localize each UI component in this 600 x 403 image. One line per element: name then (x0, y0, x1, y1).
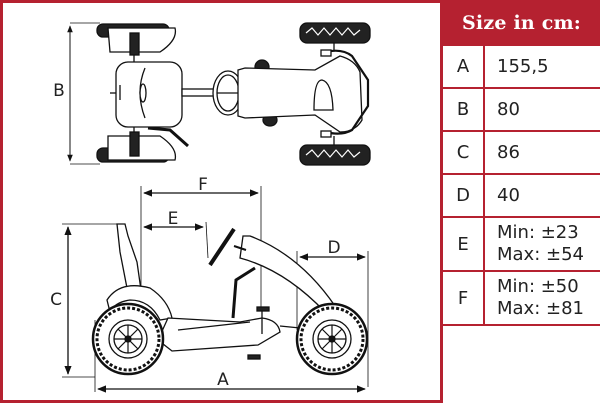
table-row-e: E Min: ±23 Max: ±54 (443, 218, 600, 272)
row-letter: D (443, 175, 485, 216)
row-value: 155,5 (497, 55, 549, 77)
row-value: Min: ±50 Max: ±81 (485, 272, 600, 324)
table-row-f: F Min: ±50 Max: ±81 (443, 272, 600, 326)
label-d: D (327, 238, 340, 258)
label-a: A (217, 370, 229, 390)
table-row-d: D 40 (443, 175, 600, 218)
row-value: 80 (497, 98, 520, 120)
label-c: C (50, 290, 62, 310)
row-min: Min: ±23 (497, 222, 579, 243)
row-max: Max: ±54 (497, 244, 584, 265)
row-letter: B (443, 89, 485, 130)
table-row-a: A 155,5 (443, 46, 600, 89)
go-kart-dimension-drawing: B (50, 22, 371, 393)
row-min: Min: ±50 (497, 276, 579, 297)
label-f: F (198, 175, 208, 195)
row-letter: A (443, 46, 485, 87)
row-value: 86 (497, 141, 520, 163)
label-b: B (53, 81, 65, 101)
size-table: Size in cm: A 155,5 B 80 C 86 D 40 E Min… (440, 0, 600, 403)
row-letter: F (443, 272, 485, 324)
table-row-b: B 80 (443, 89, 600, 132)
table-rows: A 155,5 B 80 C 86 D 40 E Min: ±23 Max: ±… (443, 46, 600, 326)
side-view (62, 186, 369, 393)
row-letter: C (443, 132, 485, 173)
table-title: Size in cm: (443, 0, 600, 46)
row-max: Max: ±81 (497, 298, 584, 319)
top-view (67, 22, 371, 166)
row-value: Min: ±23 Max: ±54 (485, 218, 600, 270)
table-row-c: C 86 (443, 132, 600, 175)
row-value: 40 (497, 184, 520, 206)
label-e: E (168, 209, 179, 229)
row-letter: E (443, 218, 485, 270)
